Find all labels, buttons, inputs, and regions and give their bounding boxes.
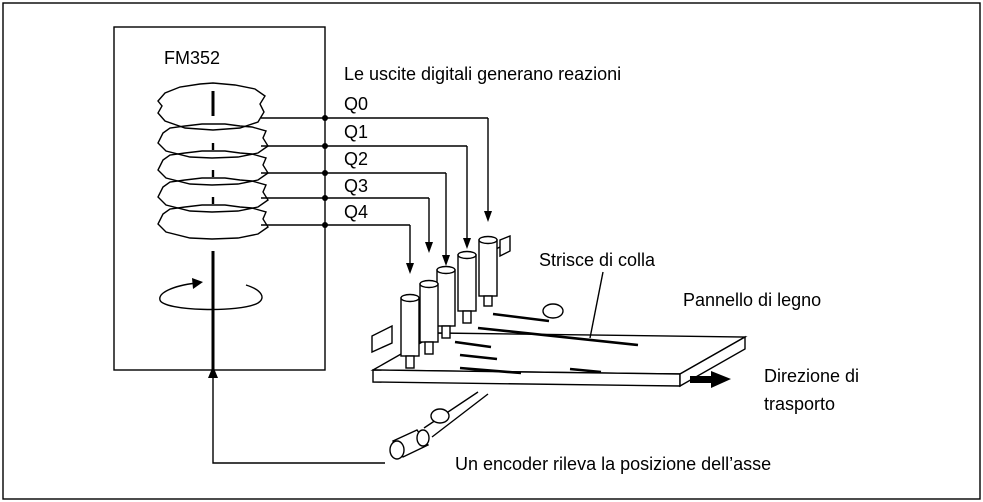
glue-strips — [454, 312, 639, 375]
glue-strips-label: Strisce di colla — [539, 250, 656, 270]
wood-panel-label: Pannello di legno — [683, 290, 821, 310]
output-label-q1: Q1 — [344, 122, 368, 142]
rotation-arrow-icon — [159, 282, 263, 311]
encoder-feedback-line — [212, 375, 385, 464]
direction-label-line2: trasporto — [764, 394, 835, 414]
output-label-q0: Q0 — [344, 94, 368, 114]
transport-direction-arrow-icon — [690, 371, 731, 388]
outputs-caption: Le uscite digitali generano reazioni — [344, 64, 621, 84]
output-label-q2: Q2 — [344, 149, 368, 169]
glue-machine — [370, 234, 748, 460]
output-lines — [261, 115, 492, 274]
encoder-icon — [389, 429, 430, 460]
glue-strips-leader — [589, 271, 604, 339]
output-label-q4: Q4 — [344, 202, 368, 222]
fm352-title: FM352 — [164, 48, 220, 68]
glue-nozzles — [400, 235, 498, 369]
cam-disc-stack — [157, 82, 269, 240]
output-label-q3: Q3 — [344, 176, 368, 196]
direction-label-line1: Direzione di — [764, 366, 859, 386]
encoder-label: Un encoder rileva la posizione dell’asse — [455, 454, 771, 474]
